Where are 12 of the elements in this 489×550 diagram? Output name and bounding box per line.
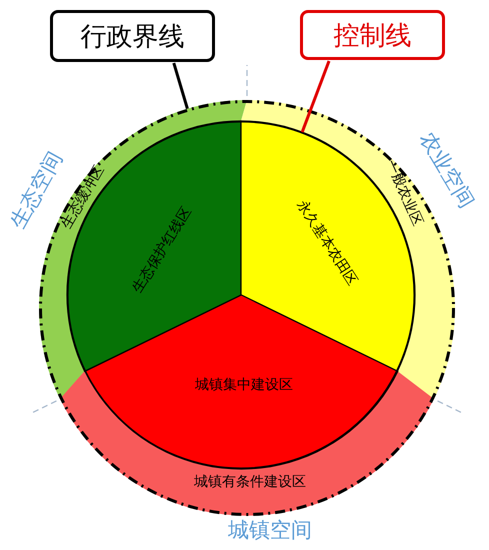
leader-line (172, 62, 189, 110)
region-label: 城镇有条件建设区 (194, 472, 306, 491)
region-label: 永久基本农田区 (292, 197, 362, 289)
ring-sector (60, 371, 434, 516)
zone-label: 城镇空间 (228, 517, 312, 544)
pie-sector (84, 295, 398, 469)
region-label: 一般农业区 (382, 157, 426, 229)
region-label: 城镇集中建设区 (194, 376, 293, 394)
callout-bubble: 控制线 (300, 10, 445, 60)
region-label: 生态保护红线区 (128, 204, 196, 296)
callout-bubble: 行政界线 (50, 10, 215, 62)
leader-line (300, 60, 330, 133)
